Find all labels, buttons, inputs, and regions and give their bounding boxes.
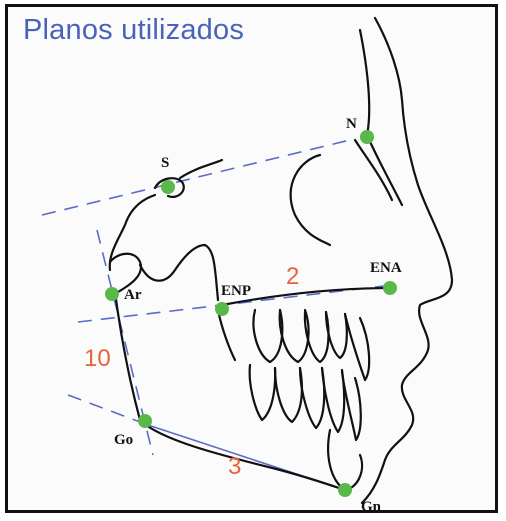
sn-plane <box>42 140 350 215</box>
landmark-labels: S N Ar ENP ENA Go Gn <box>114 116 402 515</box>
point-ena <box>383 281 397 295</box>
reference-planes <box>42 140 392 490</box>
symphysis <box>328 430 345 490</box>
point-n <box>360 130 374 144</box>
label-ar: Ar <box>124 287 142 303</box>
pterygoid <box>218 310 235 360</box>
ramus-posterior <box>115 292 140 420</box>
label-go: Go <box>114 432 133 448</box>
lower-premolar-1 <box>300 368 324 428</box>
label-ena: ENA <box>370 260 402 276</box>
upper-premolar-2 <box>326 312 347 358</box>
label-enp: ENP <box>221 283 251 299</box>
lower-molar-2 <box>275 368 302 422</box>
point-s <box>161 180 175 194</box>
teeth <box>250 310 369 440</box>
measure-10: 10 <box>84 345 111 372</box>
point-ar <box>105 287 119 301</box>
sigmoid-notch <box>140 245 218 300</box>
lower-molar-1 <box>250 365 275 420</box>
cranial-base <box>110 195 155 270</box>
point-go <box>138 414 152 428</box>
lower-premolar-2 <box>322 368 344 432</box>
measure-3: 3 <box>228 453 241 480</box>
upper-incisor <box>345 314 369 380</box>
point-enp <box>215 302 229 316</box>
point-gn <box>338 483 352 497</box>
label-s: S <box>161 155 169 171</box>
orbit <box>291 155 330 245</box>
label-gn: Gn <box>361 499 382 515</box>
label-n: N <box>346 116 357 132</box>
upper-molar-1 <box>253 310 282 362</box>
measure-2: 2 <box>286 263 299 290</box>
clinoid <box>180 160 222 178</box>
mandibular-plane <box>68 395 148 425</box>
